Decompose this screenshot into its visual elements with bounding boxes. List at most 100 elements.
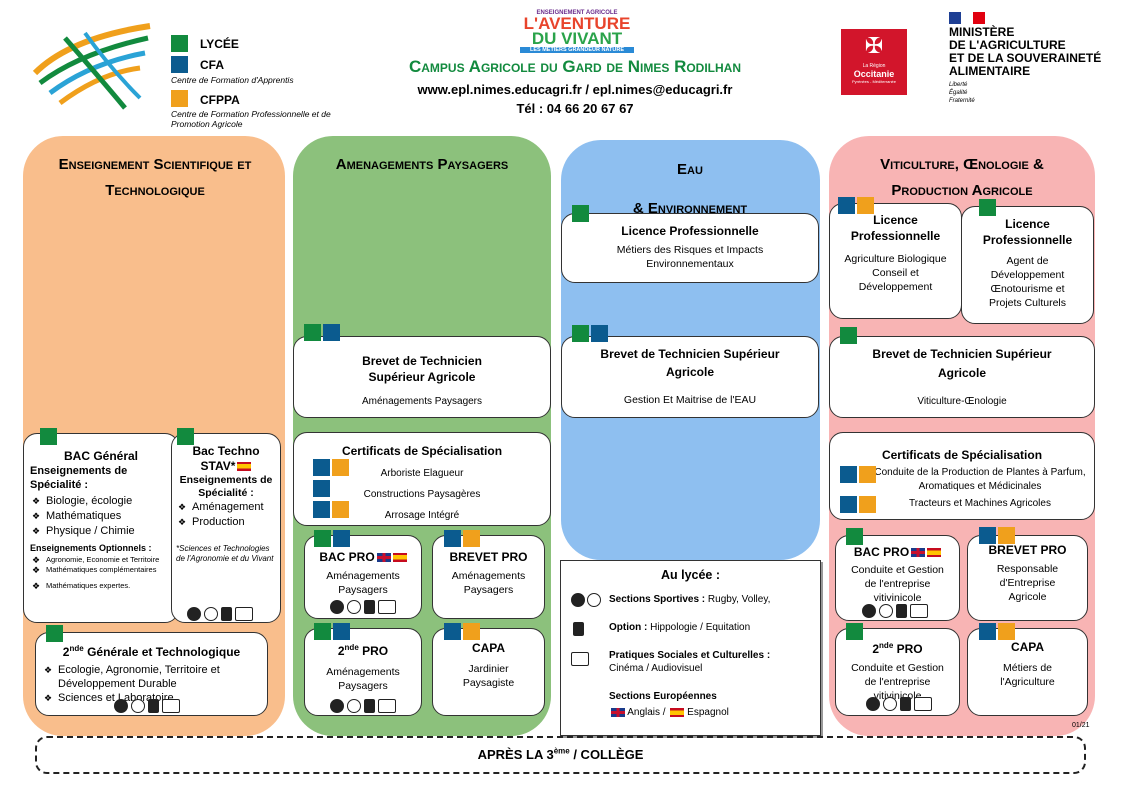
col4-title: Viticulture, Œnologie & Production Agric… xyxy=(880,156,1044,199)
rugby-ball-icon xyxy=(330,699,344,713)
cfa-square xyxy=(313,501,330,518)
bac-general-opt-label: Enseignements Optionnels : xyxy=(30,543,152,553)
culture-value: Cinéma / Audiovisuel xyxy=(609,663,703,674)
opt-item: Mathématiques complémentaires xyxy=(30,565,172,575)
cfppa-square xyxy=(859,466,876,483)
region-sub: Pyrénées - Méditerranée xyxy=(851,79,897,84)
camera-icon xyxy=(378,699,396,713)
licence-oeno-card: Licence Professionnelle Agent de Dévelop… xyxy=(961,206,1094,324)
lycee-square xyxy=(314,530,331,547)
col2-title: Amenagements Paysagers xyxy=(335,156,509,173)
motto-2: Égalité xyxy=(949,90,968,96)
col3-title-l2: & Environnement xyxy=(632,200,748,217)
camera-icon xyxy=(910,604,928,618)
activity-icons xyxy=(330,699,396,713)
aventure-logo: ENSEIGNEMENT AGRICOLE L'AVENTURE DU VIVA… xyxy=(512,10,642,53)
bac-general-spec-label: Enseignements de Spécialité : xyxy=(30,465,128,491)
option-value: Hippologie / Equitation xyxy=(650,622,751,633)
cfppa-square xyxy=(857,197,874,214)
opt-item: Agronomie, Economie et Territoire xyxy=(30,555,172,565)
volleyball-icon xyxy=(204,607,218,621)
cfa-square xyxy=(838,197,855,214)
rugby-ball-icon xyxy=(330,600,344,614)
rugby-ball-icon xyxy=(114,699,128,713)
euro-label: Sections Européennes xyxy=(609,691,717,702)
aventure-top: ENSEIGNEMENT AGRICOLE xyxy=(536,10,618,16)
horse-icon xyxy=(573,622,584,636)
cs-title: Certificats de Spécialisation xyxy=(341,444,503,458)
licence-sub: Agriculture Biologique Conseil et Dévelo… xyxy=(844,253,947,293)
bts-sub: Viticulture-Œnologie xyxy=(917,396,1007,407)
cfppa-square xyxy=(332,501,349,518)
lycee-square xyxy=(840,327,857,344)
apres-post: / COLLÈGE xyxy=(569,747,644,762)
region-small: La Région xyxy=(862,63,886,69)
bts-sub: Aménagements Paysagers xyxy=(361,396,483,407)
occitanie-logo: ✠ La Région Occitanie Pyrénées - Méditer… xyxy=(841,29,907,95)
brevetpro-sub: Responsable d'Entreprise Agricole xyxy=(996,563,1059,603)
lycee-square xyxy=(979,199,996,216)
au-lycee-title: Au lycée : xyxy=(660,568,721,582)
epl-logo xyxy=(32,23,151,110)
ministry-l3: ET DE LA SOUVERAINETÉ xyxy=(949,51,1102,65)
cfa-square xyxy=(979,623,996,640)
cfppa-square xyxy=(859,496,876,513)
cfa-square xyxy=(313,480,330,497)
cfa-square xyxy=(444,623,461,640)
rugby-ball-icon xyxy=(571,593,585,607)
au-lycee-box: Au lycée : Sections Sportives : Rugby, V… xyxy=(560,560,821,736)
seconde-pro-sup: nde xyxy=(344,643,359,652)
bac-techno-spec-label: Enseignements de Spécialité : xyxy=(179,474,273,499)
uk-flag-icon xyxy=(911,548,926,558)
lycee-square xyxy=(40,428,57,445)
spain-flag-icon xyxy=(392,553,407,563)
cfa-legend-square xyxy=(171,56,188,73)
ministry-l2: DE L'AGRICULTURE xyxy=(949,38,1066,52)
cfppa-square xyxy=(998,527,1015,544)
licence-title: Licence Professionnelle xyxy=(982,217,1073,247)
volleyball-icon xyxy=(347,699,361,713)
cfa-legend-label: CFA xyxy=(200,58,224,72)
region-name: Occitanie xyxy=(853,69,895,79)
cfppa-square xyxy=(332,459,349,476)
spain-flag-icon xyxy=(237,462,252,472)
option-label: Option : xyxy=(609,622,648,633)
cfa-square xyxy=(591,325,608,342)
col3-title-l1: Eau xyxy=(677,161,703,178)
bac-techno-title: Bac Techno STAV* xyxy=(192,444,260,473)
rugby-ball-icon xyxy=(862,604,876,618)
cfa-square xyxy=(979,527,996,544)
lycee-square xyxy=(846,528,863,545)
motto-1: Liberté xyxy=(949,82,968,88)
brevetpro-viti-card: BREVET PRO Responsable d'Entreprise Agri… xyxy=(967,535,1088,621)
bacpro-viti-card: BAC PRO Conduite et Gestion de l'entrepr… xyxy=(835,535,960,621)
licence-sub: Agent de Développement Œnotourisme et Pr… xyxy=(988,255,1067,309)
licence-title: Licence Professionnelle xyxy=(850,213,941,243)
lycee-square xyxy=(177,428,194,445)
bacpro-sub: Conduite et Gestion de l'entreprise viti… xyxy=(851,564,944,604)
capa-sub: Jardinier Paysagiste xyxy=(462,663,515,689)
brevetpro-amenagements-card: BREVET PRO Aménagements Paysagers xyxy=(432,535,545,619)
horse-icon xyxy=(221,607,232,621)
lycee-square xyxy=(314,623,331,640)
lycee-square xyxy=(572,325,589,342)
cfppa-legend-label: CFPPA xyxy=(200,93,240,107)
capa-viti-card: CAPA Métiers de l'Agriculture xyxy=(967,628,1088,716)
bacpro-amenagements-card: BAC PRO Aménagements Paysagers xyxy=(304,535,422,619)
volleyball-icon xyxy=(347,600,361,614)
ministry-l4: ALIMENTAIRE xyxy=(949,64,1031,78)
bacpro-title: BAC PRO xyxy=(853,545,910,559)
camera-icon xyxy=(162,699,180,713)
cs-item: Arrosage Intégré xyxy=(384,510,460,521)
cfppa-legend-desc: Centre de Formation Professionnelle et d… xyxy=(171,109,331,129)
activity-icons xyxy=(862,604,928,618)
seconde-pro-sub: Aménagements Paysagers xyxy=(326,666,400,692)
licence-bio-card: Licence Professionnelle Agriculture Biol… xyxy=(829,203,962,319)
volleyball-icon xyxy=(587,593,601,607)
seconde-item: Ecologie, Agronomie, Territoire et Dével… xyxy=(42,663,238,691)
camera-icon xyxy=(378,600,396,614)
brevetpro-title: BREVET PRO xyxy=(988,543,1067,557)
anglais-label: Anglais / xyxy=(627,707,666,718)
cfa-square xyxy=(444,530,461,547)
capa-sub: Métiers de l'Agriculture xyxy=(1000,662,1055,688)
